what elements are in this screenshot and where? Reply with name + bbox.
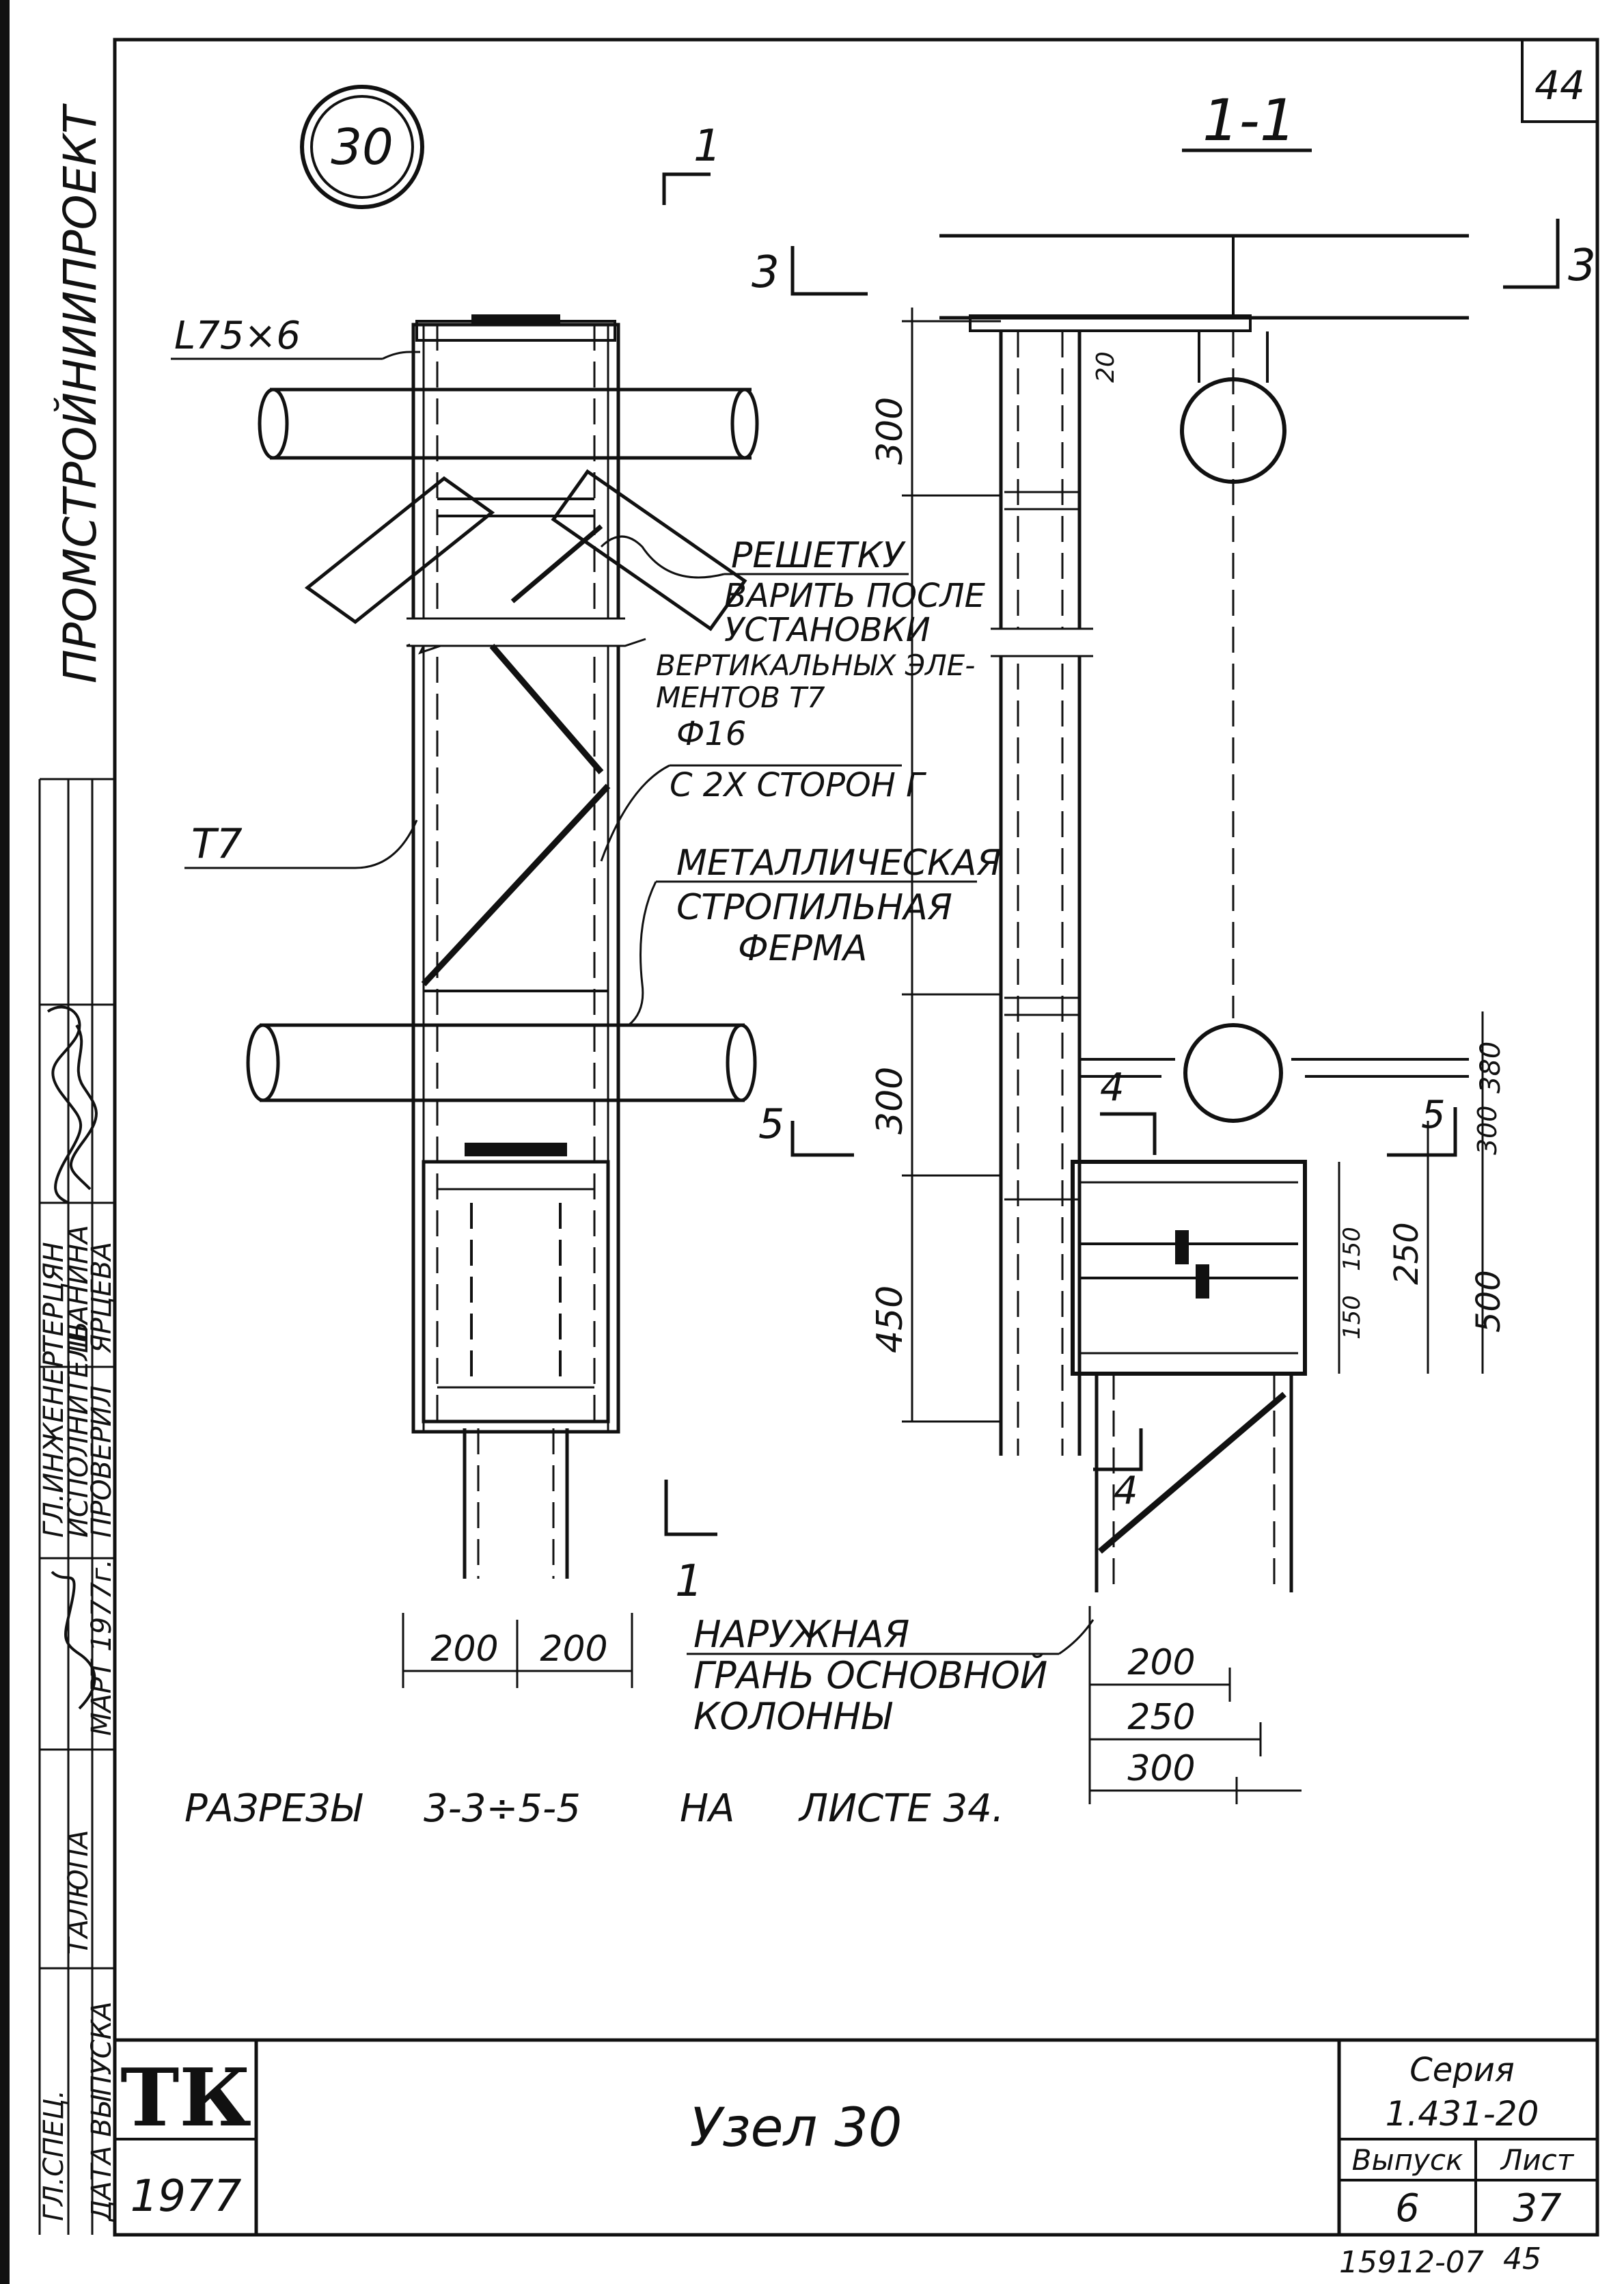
reshetka-line-5: МЕНТОВ Т7 <box>656 681 825 714</box>
sections-ref-on: НА <box>680 1786 734 1831</box>
title-block: ТК 1977 Узел 30 Серия 1.431-20 Выпуск Ли… <box>115 2038 1597 2235</box>
cut-5-left-label: 5 <box>758 1100 784 1148</box>
cut-1-top-label: 1 <box>693 121 721 172</box>
reshetka-line-2: ВАРИТЬ ПОСЛЕ <box>724 577 986 615</box>
tk-logo: ТК <box>120 2052 251 2145</box>
section-1-1-view: 1-1 3 3 <box>752 87 1596 1804</box>
ferma-line-3: ФЕРМА <box>738 928 867 969</box>
series-value: 1.431-20 <box>1386 2094 1539 2134</box>
stamp-role-5: ДАТА ВЫПУСКА <box>86 2002 118 2222</box>
cut-3-left-label: 3 <box>752 247 780 298</box>
issue-value: 6 <box>1395 2186 1420 2231</box>
signature-3 <box>51 1571 96 1710</box>
stamp-role-4: ГЛ.СПЕЦ. <box>38 2090 70 2221</box>
angle-label: L75×6 <box>174 314 301 358</box>
dim-150-a: 150 <box>1338 1227 1366 1271</box>
sections-ref-range: 3-3÷5-5 <box>424 1786 581 1831</box>
series-label: Серия <box>1409 2051 1515 2089</box>
dim-300-right: 300 <box>1127 1748 1195 1789</box>
outer-face-line-1: НАРУЖНАЯ <box>693 1613 909 1656</box>
node-circle-outer <box>300 85 424 209</box>
reshetka-line-1: РЕШЕТКУ <box>731 535 906 576</box>
archive-number: 15912-07 <box>1339 2245 1484 2280</box>
dim-20: 20 <box>1092 351 1120 383</box>
signature-1 <box>46 1005 82 1204</box>
signature-2 <box>70 1024 98 1191</box>
title-node: Узел 30 <box>690 2097 903 2159</box>
dim-250-right: 250 <box>1127 1697 1195 1738</box>
dim-300-top: 300 <box>870 397 911 465</box>
cut-4-left-label: 4 <box>1100 1065 1125 1110</box>
node-circle-inner <box>310 95 414 199</box>
sections-ref-prefix: РАЗРЕЗЫ <box>184 1786 363 1831</box>
sheet-value: 37 <box>1513 2186 1562 2231</box>
dim-left-200-b: 200 <box>540 1629 607 1670</box>
reshetka-line-4: ВЕРТИКАЛЬНЫХ ЭЛЕ- <box>656 649 975 682</box>
dim-200-right: 200 <box>1127 1642 1195 1683</box>
stamp-role-2: ИСПОЛНИТЕЛЬ <box>63 1321 94 1538</box>
cut-1-bottom-label: 1 <box>675 1556 703 1607</box>
stamp-role-3: ПРОВЕРИЛ <box>86 1385 118 1538</box>
sheet-label: Лист <box>1500 2143 1575 2177</box>
sections-ref-sheet: ЛИСТЕ 34. <box>798 1786 1004 1831</box>
dim-300-mid: 300 <box>870 1067 911 1134</box>
footer-page: 45 <box>1503 2242 1541 2276</box>
node-number: 30 <box>331 118 394 176</box>
dim-left-200-a: 200 <box>430 1629 498 1670</box>
title-year: 1977 <box>130 2171 242 2222</box>
issue-label: Выпуск <box>1352 2143 1463 2177</box>
cut-4-bottom-label: 4 <box>1114 1469 1138 1513</box>
side-stamp: ПРОМСТРОЙНИИПРОЕКТ ГЛ.ИНЖЕНЕР ТЕРЦЯН ИСП… <box>0 0 118 2284</box>
two-sides-label: С 2Х СТОРОН Г <box>670 766 926 804</box>
column-outline <box>411 323 620 1434</box>
ferma-line-2: СТРОПИЛЬНАЯ <box>676 887 952 928</box>
dim-150-b: 150 <box>1338 1295 1366 1340</box>
drawing-frame: 44 <box>113 38 1599 2237</box>
stamp-name-3: ЯРЦЕВА <box>86 1242 118 1354</box>
section-title: 1-1 <box>1202 87 1296 154</box>
ferma-line-1: МЕТАЛЛИЧЕСКАЯ <box>676 843 1002 884</box>
stamp-name-4: ТАЛЮПА <box>63 1830 94 1955</box>
stamp-role-1: ГЛ.ИНЖЕНЕР <box>38 1350 70 1538</box>
sheet-number: 44 <box>1534 62 1585 109</box>
organization-name: ПРОМСТРОЙНИИПРОЕКТ <box>53 103 107 683</box>
cut-5-right-label: 5 <box>1421 1093 1446 1137</box>
cut-3-right-label: 3 <box>1568 241 1596 291</box>
left-view: 30 1 <box>246 85 854 1688</box>
dim-250: 250 <box>1388 1222 1426 1285</box>
stamp-name-2: ШАНИНА <box>63 1225 94 1353</box>
dim-450: 450 <box>870 1286 911 1353</box>
t7-label: T7 <box>191 820 243 868</box>
dim-380: 380 <box>1475 1042 1506 1093</box>
stamp-name-5: МАРТ 1977г. <box>86 1559 118 1736</box>
dim-500: 500 <box>1470 1270 1508 1333</box>
dim-300-small: 300 <box>1472 1105 1502 1155</box>
stamp-name-1: ТЕРЦЯН <box>38 1242 70 1353</box>
outer-face-line-3: КОЛОННЫ <box>693 1695 893 1738</box>
outer-face-line-2: ГРАНЬ ОСНОВНОЙ <box>693 1654 1047 1697</box>
footer: 15912-07 45 <box>1339 2242 1541 2280</box>
reshetka-line-3: УСТАНОВКИ <box>724 611 931 649</box>
left-labels: L75×6 T7 РЕШЕТКУ ВАРИТЬ ПОСЛЕ УСТАНОВКИ … <box>171 314 1095 1831</box>
diameter-label: Ф16 <box>676 715 746 753</box>
